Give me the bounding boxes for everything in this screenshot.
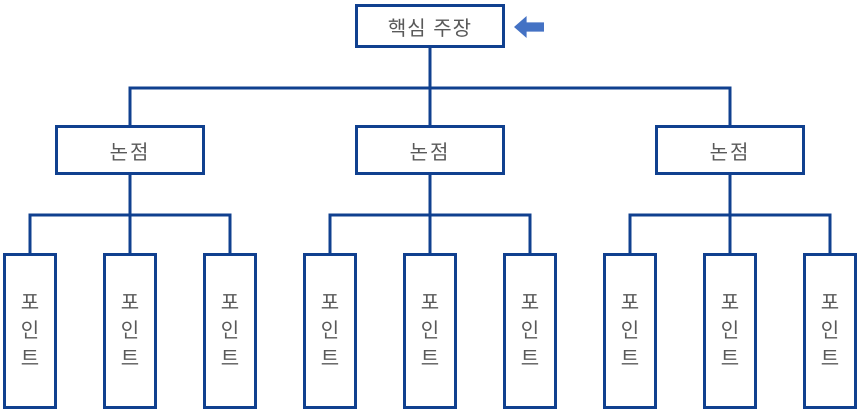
left-arrow-icon[interactable] <box>514 16 544 38</box>
point-node-label: 포 인 트 <box>320 292 340 370</box>
point-node-label: 포 인 트 <box>620 292 640 370</box>
root-node-label: 핵심 주장 <box>387 17 473 40</box>
point-node-label: 포 인 트 <box>720 292 740 370</box>
point-node-3[interactable]: 포 인 트 <box>203 253 257 409</box>
point-node-label: 포 인 트 <box>820 292 840 370</box>
argument-node-label: 논점 <box>109 141 151 164</box>
point-node-7[interactable]: 포 인 트 <box>603 253 657 409</box>
point-node-8[interactable]: 포 인 트 <box>703 253 757 409</box>
point-node-2[interactable]: 포 인 트 <box>103 253 157 409</box>
point-node-label: 포 인 트 <box>420 292 440 370</box>
argument-node-2[interactable]: 논점 <box>355 125 505 175</box>
argument-node-3[interactable]: 논점 <box>655 125 805 175</box>
point-node-label: 포 인 트 <box>220 292 240 370</box>
point-node-label: 포 인 트 <box>520 292 540 370</box>
point-node-6[interactable]: 포 인 트 <box>503 253 557 409</box>
argument-node-label: 논점 <box>409 141 451 164</box>
point-node-label: 포 인 트 <box>20 292 40 370</box>
point-node-1[interactable]: 포 인 트 <box>3 253 57 409</box>
point-node-label: 포 인 트 <box>120 292 140 370</box>
point-node-9[interactable]: 포 인 트 <box>803 253 857 409</box>
point-node-4[interactable]: 포 인 트 <box>303 253 357 409</box>
argument-node-1[interactable]: 논점 <box>55 125 205 175</box>
argument-node-label: 논점 <box>709 141 751 164</box>
root-node[interactable]: 핵심 주장 <box>355 4 505 48</box>
point-node-5[interactable]: 포 인 트 <box>403 253 457 409</box>
